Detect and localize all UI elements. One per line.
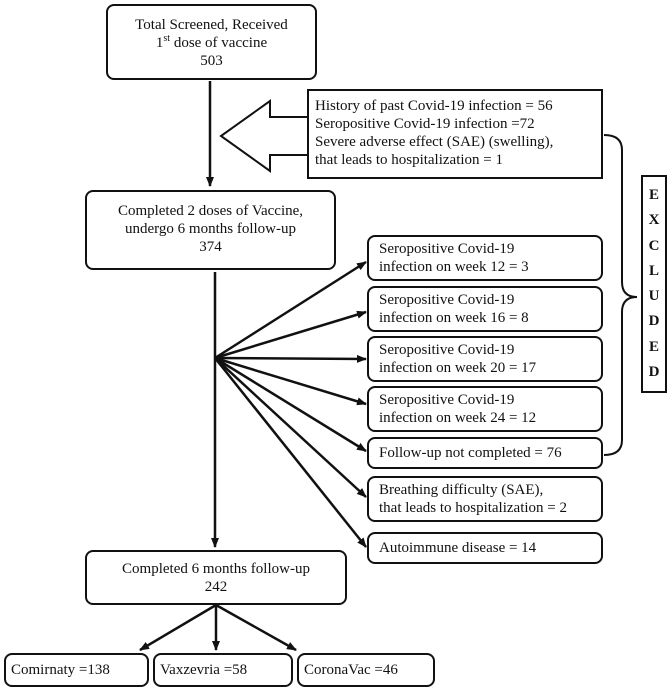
week16-line2: infection on week 16 = 8: [379, 310, 529, 326]
vaxzevria-box: Vaxzevria =58: [153, 653, 293, 687]
excluded-letter: E: [648, 338, 659, 355]
past-infection-text: History of past Covid-19 infection = 56: [315, 98, 553, 114]
week20-line1: Seropositive Covid-19: [379, 342, 515, 358]
excluded-letter: U: [648, 288, 660, 305]
week16-box: Seropositive Covid-19 infection on week …: [367, 286, 603, 332]
week12-line1: Seropositive Covid-19: [379, 241, 515, 257]
excluded-letter: X: [648, 212, 660, 229]
week12-line2: infection on week 12 = 3: [379, 259, 529, 275]
breathing-line1: Breathing difficulty (SAE),: [379, 482, 544, 498]
excluded-letter: D: [648, 313, 660, 330]
arrow-to-coronavac: [215, 603, 297, 652]
arrow-to-breathing: [214, 357, 367, 498]
followup-not-completed-text: Follow-up not completed = 76: [379, 445, 562, 461]
coronavac-box: CoronaVac =46: [297, 653, 435, 687]
week16-line1: Seropositive Covid-19: [379, 292, 515, 308]
week24-line2: infection on week 24 = 12: [379, 410, 537, 426]
screened-ordinal-sup: st: [163, 33, 171, 44]
excluded-letter: C: [648, 237, 660, 254]
screened-line2-rest: dose of vaccine: [170, 35, 268, 51]
breathing-line2: that leads to hospitalization = 2: [379, 500, 568, 516]
arrow-to-comirnaty: [139, 603, 217, 652]
arrow-to-week12: [214, 260, 367, 360]
seropositive-text: Seropositive Covid-19 infection =72: [315, 116, 535, 132]
two-doses-line1: Completed 2 doses of Vaccine,: [117, 203, 304, 219]
week24-line1: Seropositive Covid-19: [379, 392, 515, 408]
two-doses-count: 374: [199, 239, 222, 255]
autoimmune-box: Autoimmune disease = 14: [367, 532, 603, 564]
exclusion-block-arrow: [219, 99, 313, 173]
comirnaty-text: Comirnaty =138: [11, 662, 110, 678]
excluded-letter: D: [648, 363, 660, 380]
arrow-to-week24: [214, 356, 367, 406]
breathing-box: Breathing difficulty (SAE), that leads t…: [367, 476, 603, 522]
comirnaty-box: Comirnaty =138: [4, 653, 149, 687]
screened-line1: Total Screened, Received: [135, 17, 288, 33]
arrow-to-week20: [214, 354, 367, 363]
excluded-label: E X C L U D E D: [641, 175, 667, 393]
screened-count: 503: [200, 53, 223, 69]
followup-not-completed-box: Follow-up not completed = 76: [367, 437, 603, 469]
initial-exclusion-box: History of past Covid-19 infection = 56 …: [307, 89, 603, 179]
arrow-to-autoimmune: [214, 357, 367, 548]
six-months-line1: Completed 6 months follow-up: [122, 561, 310, 577]
week20-line2: infection on week 20 = 17: [379, 360, 537, 376]
screened-line2: 1st dose of vaccine: [108, 34, 315, 52]
two-doses-box: Completed 2 doses of Vaccine, undergo 6 …: [85, 190, 336, 270]
vaxzevria-text: Vaxzevria =58: [160, 662, 248, 678]
excluded-bracket: [603, 134, 638, 456]
week24-box: Seropositive Covid-19 infection on week …: [367, 386, 603, 432]
sae-hospitalization-text: that leads to hospitalization = 1: [315, 152, 504, 168]
arrow-to-week16: [214, 310, 367, 360]
six-months-box: Completed 6 months follow-up 242: [85, 550, 347, 605]
screened-box: Total Screened, Received 1st dose of vac…: [106, 4, 317, 80]
six-months-count: 242: [204, 579, 228, 595]
two-doses-line2: undergo 6 months follow-up: [125, 221, 296, 237]
autoimmune-text: Autoimmune disease = 14: [379, 540, 537, 556]
excluded-letter: E: [648, 187, 659, 204]
week12-box: Seropositive Covid-19 infection on week …: [367, 235, 603, 281]
screened-ordinal: 1: [155, 35, 164, 51]
coronavac-text: CoronaVac =46: [304, 662, 398, 678]
excluded-letter: L: [648, 262, 659, 279]
sae-swelling-text: Severe adverse effect (SAE) (swelling),: [315, 134, 554, 150]
arrow-to-followup-not-completed: [214, 356, 367, 453]
week20-box: Seropositive Covid-19 infection on week …: [367, 336, 603, 382]
